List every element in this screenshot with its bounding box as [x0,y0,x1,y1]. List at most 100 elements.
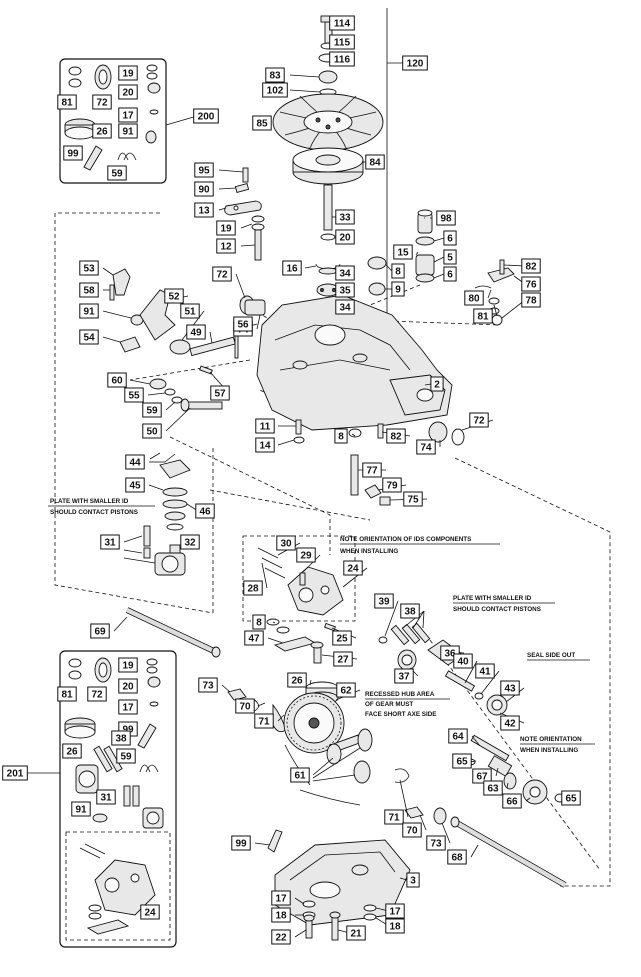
callout-number: 90 [198,185,210,196]
callout-number: 84 [369,158,381,169]
note-text: WHEN INSTALLING [340,548,398,555]
note-text: SEAL SIDE OUT [527,652,575,659]
note-text: NOTE ORIENTATION [520,736,582,743]
callout-number: 81 [61,98,73,109]
callout-number: 20 [122,682,134,693]
callout-number: 62 [340,686,352,697]
kit-201-callout: 26 [62,743,82,759]
part-callout: 70 [402,822,422,838]
ids-sub-frame [65,831,171,941]
callout-number: 77 [366,466,378,477]
part-callout: 99 [231,835,251,851]
part-callout: 114 [329,15,355,31]
kit-200-callout: 81 [57,94,77,110]
callout-number: 26 [291,676,303,687]
lower-housing [267,829,411,941]
part-callout: 98 [436,210,456,226]
part-callout: 47 [244,630,264,646]
callout-number: 67 [476,772,488,783]
callout-number: 45 [129,481,141,492]
kit-201-frame [59,650,177,948]
callout-number: 41 [479,667,491,678]
part-callout: 74 [416,439,436,455]
part-callout: 81 [473,308,493,324]
part-callout: 91 [79,303,99,319]
part-callout: 120 [402,55,428,71]
callout-number: 34 [339,303,351,314]
callout-number: 66 [506,797,518,808]
callout-number: 71 [388,813,400,824]
part-callout: 73 [426,835,446,851]
callout-number: 61 [294,771,306,782]
kit-201-callout: 20 [118,678,138,694]
callout-number: 81 [61,690,73,701]
part-callout: 15 [393,244,413,260]
callout-number: 59 [111,169,123,180]
callout-number: 20 [122,88,134,99]
callout-number: 29 [300,551,312,562]
part-callout: 49 [186,324,206,340]
callout-number: 82 [390,432,402,443]
callout-number: 19 [122,661,134,672]
callout-number: 17 [275,894,287,905]
callout-number: 57 [214,389,226,400]
part-callout: 30 [276,535,296,551]
part-callout: 115 [329,34,355,50]
callout-number: 51 [184,307,196,318]
part-callout: 6 [443,230,457,246]
part-callout: 33 [335,209,355,225]
callout-number: 18 [275,911,287,922]
part-callout: 53 [79,260,99,276]
callout-number: 18 [389,922,401,933]
part-callout: 2 [430,376,444,392]
part-callout: 52 [164,288,184,304]
callout-number: 39 [378,597,390,608]
callout-number: 99 [122,725,134,736]
callout-number: 70 [239,702,251,713]
callout-number: 76 [525,280,537,291]
note-text: NOTE ORIENTATION OF IDS COMPONENTS [340,536,471,543]
callout-number: 47 [248,634,260,645]
part-callout: 75 [403,491,423,507]
callout-number: 37 [398,672,410,683]
part-callout: 82 [521,258,541,274]
part-callout: 72 [212,266,232,282]
callout-number: 6 [447,234,453,245]
kit-200-callout: 72 [92,94,112,110]
callout-number: 80 [468,294,480,305]
part-callout: 8 [334,428,348,444]
part-callout: 90 [194,181,214,197]
callout-number: 25 [336,634,348,645]
part-callout: 63 [483,780,503,796]
callout-number: 54 [83,333,95,344]
part-callout: 71 [254,713,274,729]
ids-components [257,547,344,664]
part-callout: 14 [255,437,275,453]
part-callout: 76 [521,276,541,292]
note-text: RECESSED HUB AREA [365,691,435,698]
callout-number: 73 [430,839,442,850]
callout-number: 14 [259,441,271,452]
callout-number: 32 [184,538,196,549]
callout-number: 50 [146,427,158,438]
callout-number: 79 [386,481,398,492]
top-fan-pulley-stack [272,15,384,311]
callout-number: 13 [198,206,210,217]
part-callout: 25 [332,630,352,646]
kit-200-callout: 91 [118,123,138,139]
callout-number: 99 [67,149,79,160]
callout-number: 69 [94,627,106,638]
callout-number: 59 [120,752,132,763]
part-callout: 8 [252,614,266,630]
kit-201-number: 201 [2,765,28,781]
part-callout: 65 [452,753,472,769]
part-callout: 59 [142,402,162,418]
kit-201-callout: 81 [57,686,77,702]
callout-number: 26 [96,127,108,138]
callout-number: 17 [389,907,401,918]
callout-number: 31 [100,793,112,804]
callout-number: 75 [407,495,419,506]
kit-201-callout: 72 [87,686,107,702]
part-callout: 70 [235,698,255,714]
